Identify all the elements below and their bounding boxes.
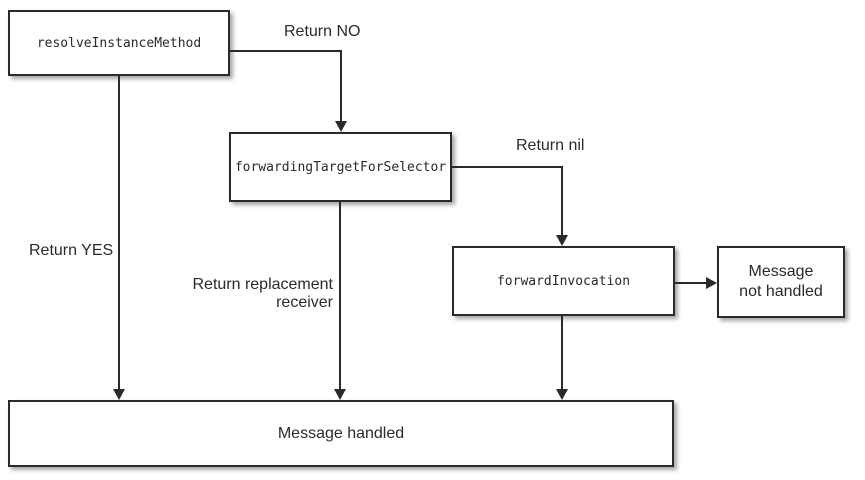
arrowhead-down-return-yes-icon bbox=[113, 389, 125, 400]
node-label-message-not-handled: Message not handled bbox=[739, 263, 823, 300]
arrowhead-down-forward-invocation-icon bbox=[556, 389, 568, 400]
node-message-not-handled: Message not handled bbox=[717, 246, 845, 318]
arrowhead-down-return-no-icon bbox=[335, 121, 347, 132]
node-label-forwarding-target-for-selector: forwardingTargetForSelector bbox=[234, 159, 447, 175]
connector-return-no-vertical bbox=[340, 50, 342, 122]
node-forward-invocation: forwardInvocation bbox=[452, 246, 675, 316]
edge-label-return-replacement-receiver: Return replacement receiver bbox=[192, 276, 333, 311]
edge-label-return-nil: Return nil bbox=[516, 137, 585, 154]
connector-message-not-handled bbox=[675, 282, 707, 284]
connector-return-no-horizontal bbox=[230, 50, 342, 52]
connector-forward-invocation-down bbox=[561, 316, 563, 391]
arrowhead-right-message-not-handled-icon bbox=[706, 277, 717, 289]
connector-replacement-receiver-vertical bbox=[339, 202, 341, 391]
arrowhead-down-return-nil-icon bbox=[556, 235, 568, 246]
node-label-message-handled: Message handled bbox=[277, 424, 405, 442]
node-label-resolve-instance-method: resolveInstanceMethod bbox=[36, 35, 202, 51]
connector-return-nil-horizontal bbox=[452, 166, 563, 168]
node-label-forward-invocation: forwardInvocation bbox=[496, 273, 631, 289]
node-forwarding-target-for-selector: forwardingTargetForSelector bbox=[229, 132, 452, 202]
edge-label-return-yes: Return YES bbox=[29, 242, 114, 259]
edge-label-return-no: Return NO bbox=[284, 23, 361, 40]
connector-return-yes-vertical bbox=[118, 76, 120, 391]
arrowhead-down-replacement-receiver-icon bbox=[334, 389, 346, 400]
node-resolve-instance-method: resolveInstanceMethod bbox=[8, 10, 230, 76]
node-message-handled: Message handled bbox=[8, 400, 674, 467]
connector-return-nil-vertical bbox=[561, 166, 563, 236]
